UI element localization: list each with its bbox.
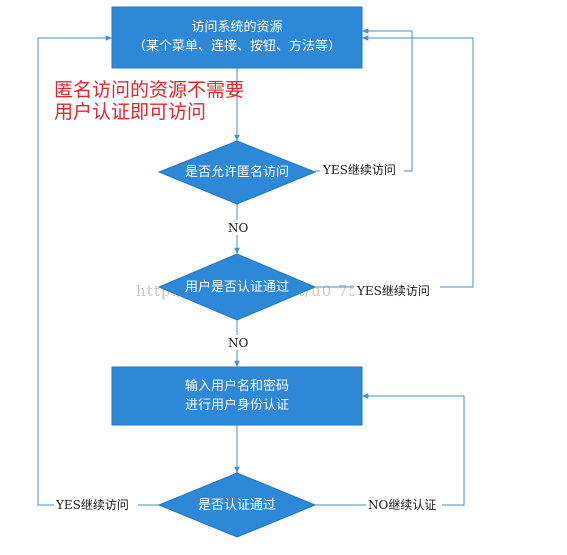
node-resource: 访问系统的资源 （某个菜单、连接、按钮、方法等）	[111, 6, 363, 69]
edge-label-authed-yes: YES继续访问	[356, 284, 430, 298]
node-auth-ok-label: 是否认证通过	[198, 498, 276, 513]
node-allow-anon-label: 是否允许匿名访问	[185, 164, 289, 180]
node-login: 输入用户名和密码 进行用户身份认证	[111, 366, 363, 426]
anonymous-note: 匿名访问的资源不需要 用户认证即可访问	[54, 79, 244, 123]
edge-label-auth-ok-no: NO继续认证	[368, 498, 436, 512]
edge-label-auth-ok-yes: YES继续访问	[55, 498, 129, 512]
edge-label-anon-yes: YES继续访问	[322, 163, 396, 177]
anonymous-note-line1: 匿名访问的资源不需要	[54, 79, 244, 101]
node-login-line2: 进行用户身份认证	[185, 397, 289, 413]
anonymous-note-line2: 用户认证即可访问	[54, 101, 206, 123]
node-is-authed: 用户是否认证通过	[157, 253, 317, 321]
node-resource-line2: （某个菜单、连接、按钮、方法等）	[133, 38, 341, 54]
node-is-authed-label: 用户是否认证通过	[185, 279, 289, 295]
edge-label-anon-no: NO	[228, 221, 249, 235]
node-login-line1: 输入用户名和密码	[185, 378, 289, 394]
edge-label-authed-no: NO	[228, 336, 249, 350]
node-auth-ok: 是否认证通过	[157, 472, 317, 538]
node-resource-line1: 访问系统的资源	[191, 19, 282, 35]
node-allow-anon: 是否允许匿名访问	[157, 140, 317, 205]
